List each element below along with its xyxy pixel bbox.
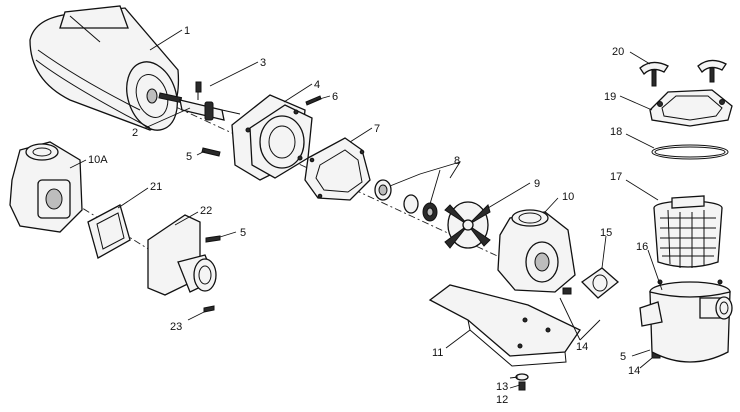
alt-pump-housing-icon [9, 141, 83, 233]
o-ring-icon [651, 144, 729, 160]
bolt-icon [203, 235, 221, 313]
strainer-basket-icon [653, 195, 723, 268]
callout-22: 22 [200, 205, 212, 217]
callout-5-adapter: 5 [240, 227, 246, 239]
callout-12: 12 [496, 394, 508, 406]
callout-3: 3 [260, 57, 266, 69]
callout-6: 6 [332, 91, 338, 103]
leader-lines [69, 29, 663, 389]
motor-icon [29, 5, 183, 131]
callout-16: 16 [636, 241, 648, 253]
callout-7: 7 [374, 123, 380, 135]
mechanical-seal-icon [374, 179, 438, 222]
callout-5-right: 5 [620, 351, 626, 363]
adapter-gasket-icon [87, 204, 131, 259]
shaft-icon [179, 99, 241, 121]
impeller-icon [444, 201, 491, 249]
callout-10a: 10A [88, 154, 108, 166]
callout-21: 21 [150, 181, 162, 193]
callout-1: 1 [184, 25, 190, 37]
t-knob-icon [639, 59, 727, 87]
seal-plate-icon [231, 94, 313, 181]
callout-14-right: 14 [628, 365, 640, 377]
callout-9: 9 [534, 178, 540, 190]
callout-19: 19 [604, 91, 616, 103]
callout-14-left: 14 [576, 341, 588, 353]
callout-20: 20 [612, 46, 624, 58]
strainer-pot-icon [639, 279, 733, 363]
callout-18: 18 [610, 126, 622, 138]
callout-23: 23 [170, 321, 182, 333]
bolt-icon [201, 147, 221, 157]
callout-4: 4 [314, 79, 320, 91]
callout-13: 13 [496, 381, 508, 393]
bolt-icon [305, 95, 322, 106]
gasket-icon [304, 137, 371, 201]
callout-2: 2 [132, 127, 138, 139]
foot-bolt-icon [515, 373, 529, 391]
flange-gasket-icon [580, 267, 620, 299]
base-mount-icon [428, 284, 581, 367]
callout-17: 17 [610, 171, 622, 183]
callouts: 1 2 3 4 5 5 5 6 7 8 9 10 10A 11 12 13 14… [88, 25, 648, 406]
callout-5-left: 5 [186, 151, 192, 163]
callout-8: 8 [454, 155, 460, 167]
callout-10: 10 [562, 191, 574, 203]
strainer-lid-icon [649, 89, 733, 127]
pump-housing-icon [497, 209, 576, 293]
callout-11: 11 [432, 347, 443, 359]
set-screw-icon [195, 81, 202, 100]
callout-15: 15 [600, 227, 612, 239]
adapter-icon [147, 214, 217, 296]
